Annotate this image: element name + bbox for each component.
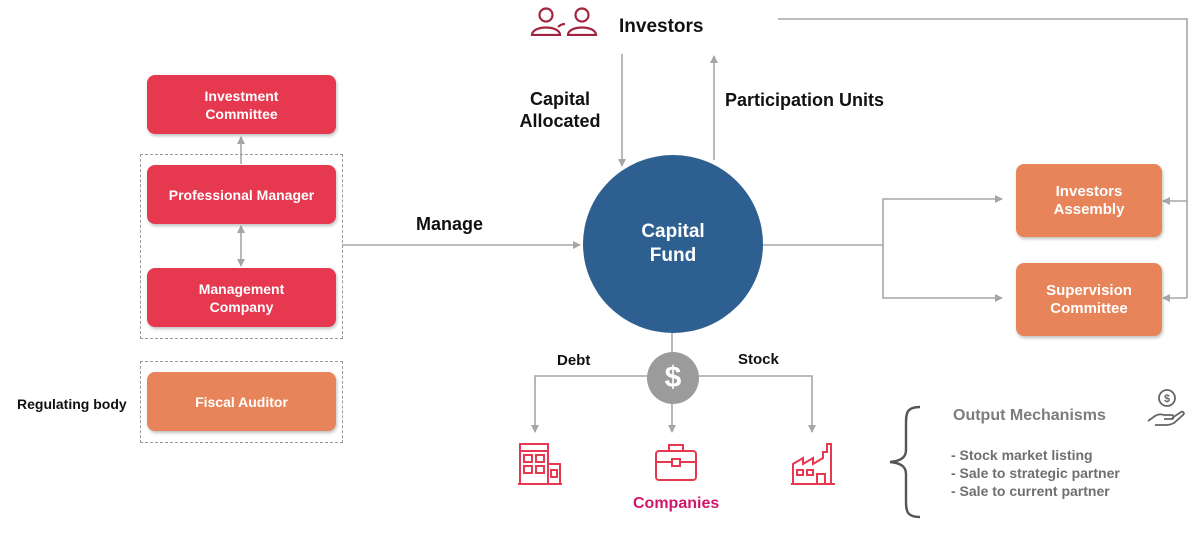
fiscal-auditor-label: Fiscal Auditor [195, 393, 288, 410]
participation-units-label: Participation Units [725, 90, 885, 110]
regulating-body-label: Regulating body [17, 396, 127, 412]
investors-assembly-label: Investors Assembly [1053, 182, 1125, 218]
to-investors-assembly-arrow [882, 195, 1003, 245]
professional-manager-box: Professional Manager [147, 165, 336, 224]
output-item: - Sale to strategic partner [951, 465, 1120, 481]
capital-fund-label: Capital Fund [641, 221, 705, 266]
investors-loop-line [778, 18, 1188, 298]
dollar-symbol: $ [664, 361, 682, 394]
factory-icon [790, 440, 836, 486]
svg-text:$: $ [1164, 393, 1170, 405]
professional-manager-label: Professional Manager [168, 186, 315, 203]
investors-assembly-box: Investors Assembly [1016, 164, 1162, 237]
building-icon [517, 440, 563, 486]
management-group-frame [140, 154, 343, 339]
investment-committee-box: Investment Committee [147, 75, 336, 134]
supervision-committee-box: Supervision Committee [1016, 263, 1162, 336]
to-supervision-committee-arrow [882, 245, 1003, 302]
capital-allocated-label: Capital Allocated [519, 89, 601, 131]
stock-arrow [699, 375, 816, 433]
dollar-icon: $ [647, 352, 699, 404]
management-company-box: Management Company [147, 268, 336, 327]
output-item: - Sale to current partner [951, 483, 1110, 499]
supervision-committee-label: Supervision Committee [1046, 281, 1132, 317]
brace-shape [889, 405, 921, 519]
fiscal-auditor-box: Fiscal Auditor [147, 372, 336, 431]
regulating-group-frame [140, 361, 343, 443]
output-mechanisms-title: Output Mechanisms [953, 407, 1106, 424]
people-icon [529, 4, 601, 37]
money-hand-icon: $ [1145, 388, 1187, 426]
companies-label: Companies [633, 495, 720, 512]
debt-label: Debt [557, 352, 591, 369]
briefcase-icon [653, 441, 699, 483]
capital-fund-circle: Capital Fund [583, 155, 763, 333]
management-company-label: Management Company [198, 280, 285, 315]
investors-label: Investors [619, 16, 704, 37]
stock-label: Stock [738, 351, 779, 368]
investment-committee-label: Investment Committee [204, 87, 279, 122]
output-item: - Stock market listing [951, 447, 1093, 463]
debt-arrow [531, 375, 647, 433]
manage-label: Manage [416, 214, 484, 234]
